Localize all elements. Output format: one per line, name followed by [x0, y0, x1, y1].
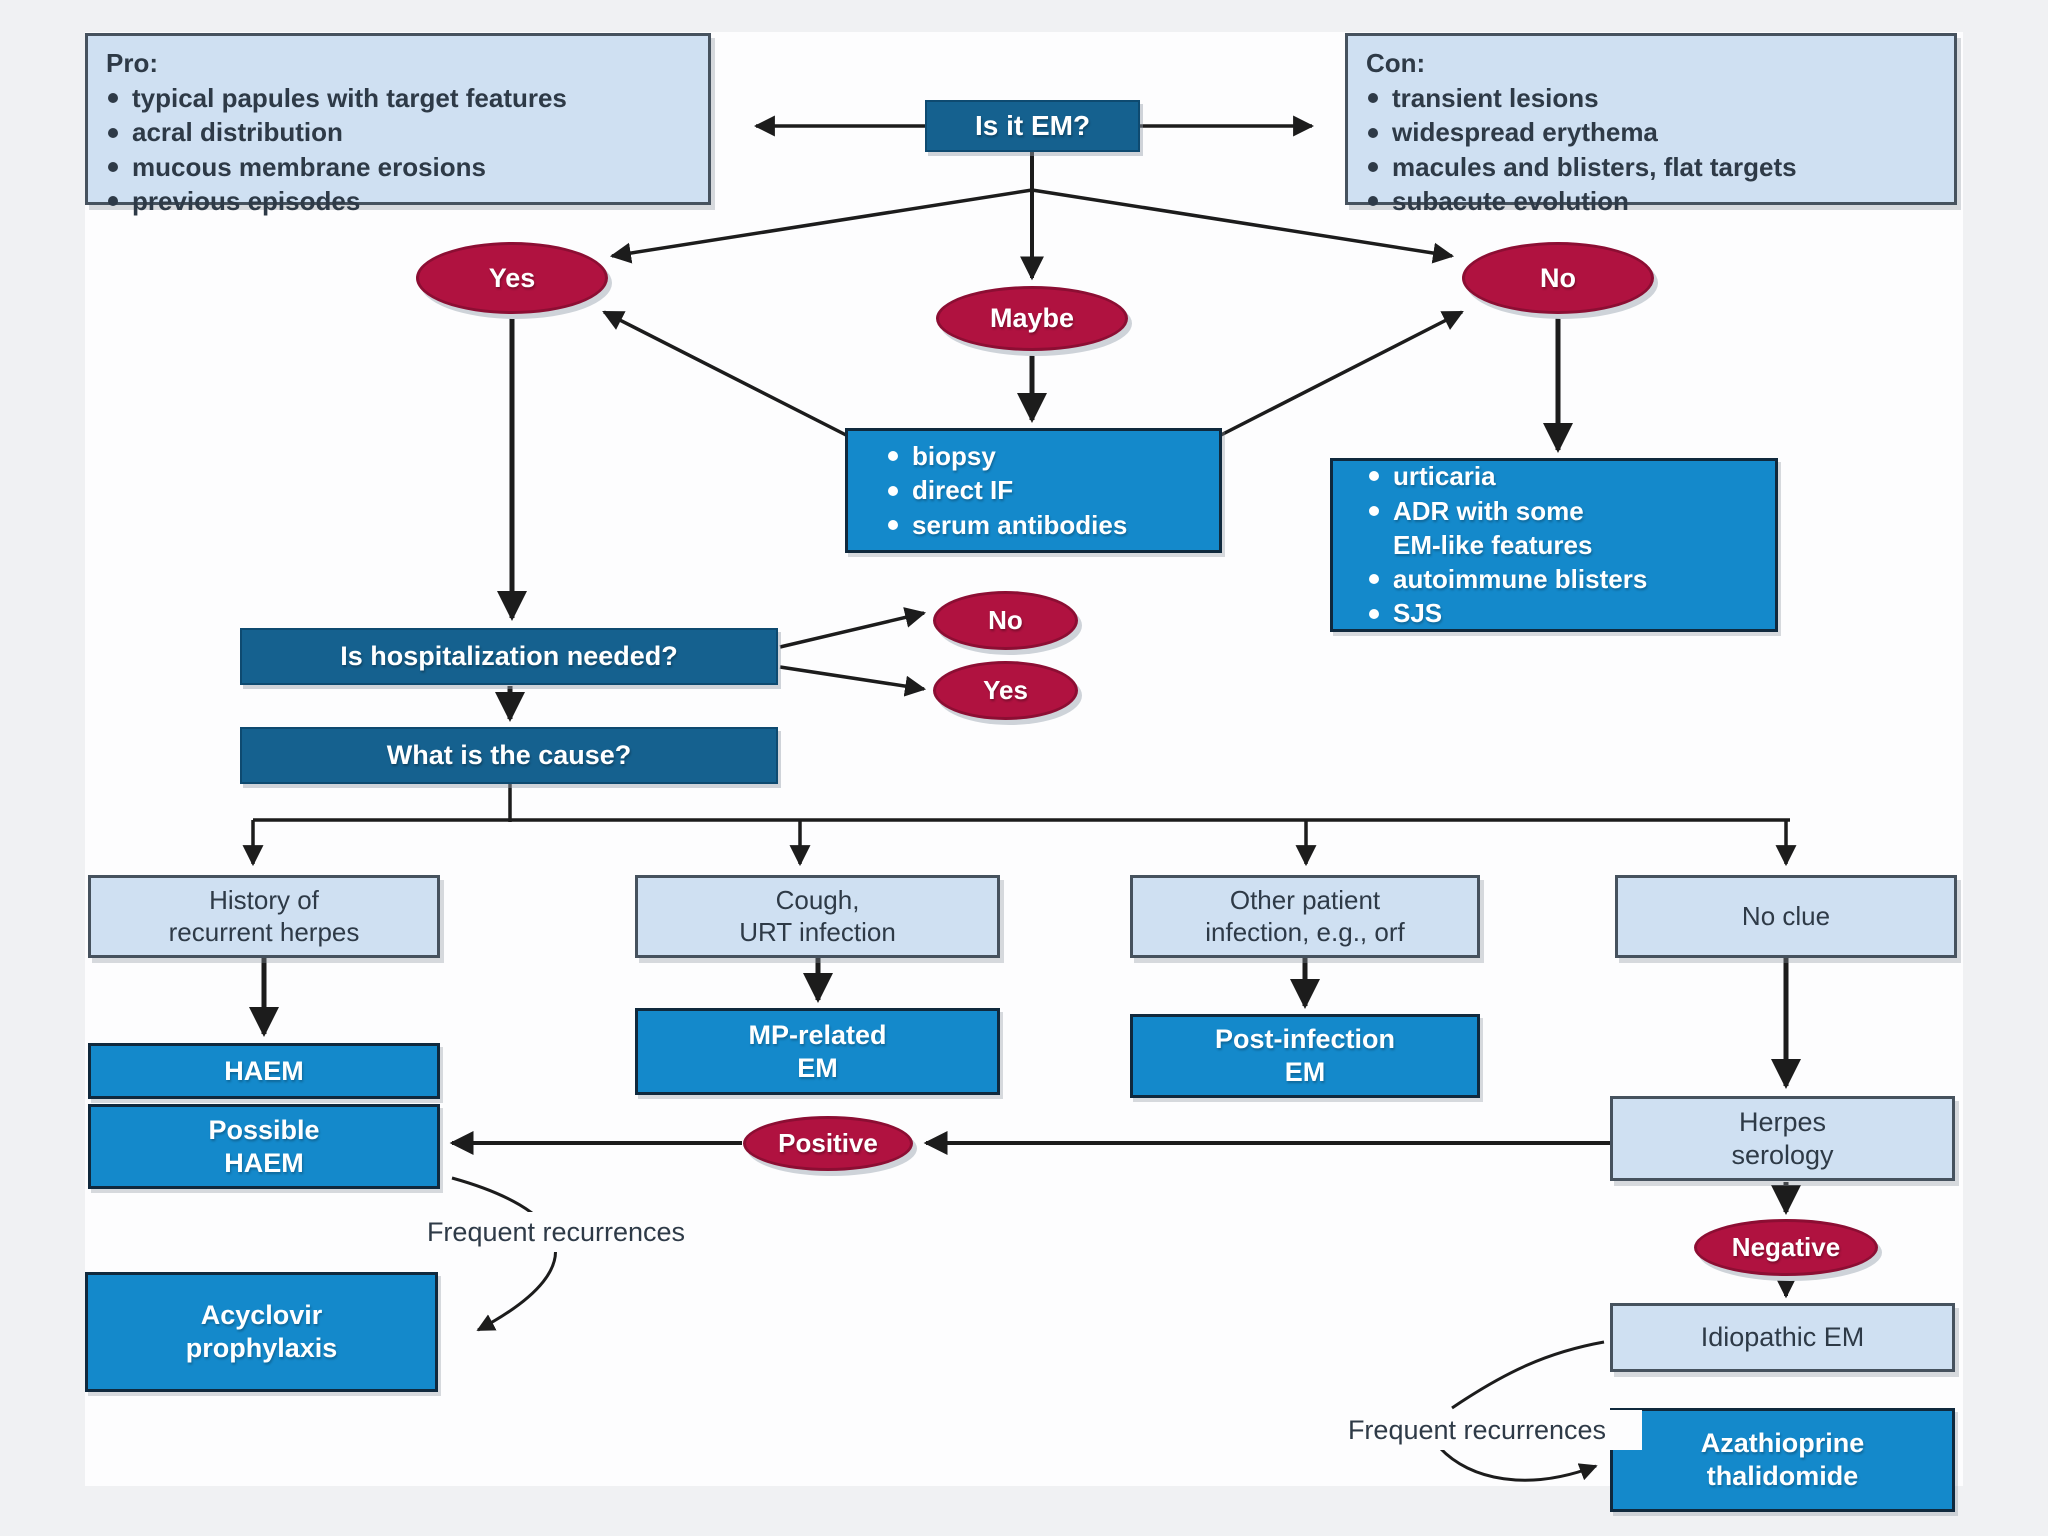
- tests-item: biopsy: [912, 441, 996, 472]
- node-history-line2: recurrent herpes: [168, 916, 360, 947]
- bullet-icon: [888, 519, 898, 530]
- node-post-line1: Post-infection: [1215, 1024, 1395, 1055]
- node-cause: What is the cause?: [240, 727, 778, 784]
- node-azathioprine: Azathioprine thalidomide: [1610, 1408, 1955, 1512]
- node-is-it-em: Is it EM?: [925, 100, 1140, 152]
- label-frequent-recurrences-right: Frequent recurrences: [1312, 1410, 1642, 1450]
- bullet-icon: [1369, 471, 1379, 482]
- node-other-line1: Other patient: [1229, 884, 1381, 915]
- bullet-icon: [1368, 93, 1378, 104]
- node-mp-related-em: MP-related EM: [635, 1008, 1000, 1095]
- label-frequent-recurrences-left: Frequent recurrences: [398, 1212, 714, 1252]
- con-title: Con:: [1366, 48, 1426, 78]
- con-box: Con: transient lesions widespread erythe…: [1345, 33, 1957, 216]
- pro-item: acral distribution: [132, 117, 343, 148]
- node-negative: Negative: [1694, 1219, 1878, 1276]
- node-history: History of recurrent herpes: [88, 875, 440, 958]
- node-maybe: Maybe: [936, 286, 1128, 351]
- pro-item: typical papules with target features: [132, 83, 567, 114]
- node-hosp-yes: Yes: [933, 661, 1078, 720]
- differential-item: ADR with some: [1393, 495, 1584, 526]
- pro-list: typical papules with target features acr…: [106, 81, 690, 218]
- con-item: subacute evolution: [1392, 186, 1629, 217]
- node-hospitalization: Is hospitalization needed?: [240, 628, 778, 685]
- tests-item: serum antibodies: [912, 509, 1128, 540]
- bullet-icon: [1369, 505, 1379, 516]
- pro-box: Pro: typical papules with target feature…: [85, 33, 711, 216]
- node-tests: biopsy direct IF serum antibodies: [845, 428, 1222, 553]
- node-acyclovir-line1: Acyclovir: [200, 1300, 323, 1331]
- node-idiopathic-em: Idiopathic EM: [1610, 1303, 1955, 1372]
- bullet-icon: [1369, 574, 1379, 585]
- bullet-icon: [888, 485, 898, 496]
- node-other-line2: infection, e.g., orf: [1205, 916, 1405, 947]
- bullet-icon: [108, 127, 118, 138]
- con-item: transient lesions: [1392, 83, 1599, 114]
- node-no: No: [1462, 242, 1654, 314]
- node-acyclovir-line2: prophylaxis: [185, 1333, 338, 1363]
- node-possible-haem-line1: Possible: [208, 1114, 320, 1145]
- tests-item: direct IF: [912, 475, 1014, 506]
- node-acyclovir: Acyclovir prophylaxis: [85, 1272, 438, 1392]
- bullet-icon: [108, 93, 118, 104]
- node-cough-line1: Cough,: [775, 884, 860, 915]
- differential-item: EM-like features: [1393, 529, 1593, 560]
- node-mp-line2: EM: [797, 1052, 838, 1083]
- bullet-icon: [108, 196, 118, 207]
- con-item: macules and blisters, flat targets: [1392, 151, 1797, 182]
- node-azathioprine-line2: thalidomide: [1706, 1461, 1859, 1491]
- bullet-icon: [108, 161, 118, 172]
- con-list: transient lesions widespread erythema ma…: [1366, 81, 1936, 218]
- differential-item: SJS: [1393, 598, 1443, 629]
- node-cough: Cough, URT infection: [635, 875, 1000, 958]
- bullet-icon: [1368, 196, 1378, 207]
- node-post-line2: EM: [1284, 1057, 1326, 1087]
- con-item: widespread erythema: [1392, 117, 1658, 148]
- node-cough-line2: URT infection: [739, 916, 896, 947]
- bullet-icon: [888, 451, 898, 462]
- differential-item: autoimmune blisters: [1393, 564, 1648, 595]
- node-herpes-serology: Herpes serology: [1610, 1096, 1955, 1181]
- node-history-line1: History of: [209, 884, 319, 915]
- node-serology-line2: serology: [1731, 1139, 1834, 1170]
- node-other-infection: Other patient infection, e.g., orf: [1130, 875, 1480, 958]
- bullet-icon: [1368, 161, 1378, 172]
- bullet-icon: [1368, 127, 1378, 138]
- node-possible-haem: Possible HAEM: [88, 1104, 440, 1189]
- node-positive: Positive: [743, 1116, 913, 1171]
- node-no-clue: No clue: [1615, 875, 1957, 958]
- node-differentials: urticaria ADR with some EM-like features…: [1330, 458, 1778, 632]
- node-haem: HAEM: [88, 1043, 440, 1099]
- node-possible-haem-line2: HAEM: [224, 1147, 304, 1178]
- node-post-infection-em: Post-infection EM: [1130, 1014, 1480, 1098]
- differentials-list: urticaria ADR with some EM-like features…: [1367, 459, 1647, 631]
- node-azathioprine-line1: Azathioprine: [1700, 1428, 1865, 1459]
- bullet-icon: [1369, 608, 1379, 619]
- tests-list: biopsy direct IF serum antibodies: [886, 439, 1127, 542]
- node-mp-line1: MP-related: [748, 1019, 887, 1050]
- pro-item: previous episodes: [132, 186, 361, 217]
- pro-item: mucous membrane erosions: [132, 151, 486, 182]
- node-serology-line1: Herpes: [1738, 1106, 1827, 1137]
- node-yes: Yes: [416, 242, 608, 314]
- differential-item: urticaria: [1393, 461, 1496, 492]
- pro-title: Pro:: [106, 48, 158, 78]
- node-hosp-no: No: [933, 591, 1078, 650]
